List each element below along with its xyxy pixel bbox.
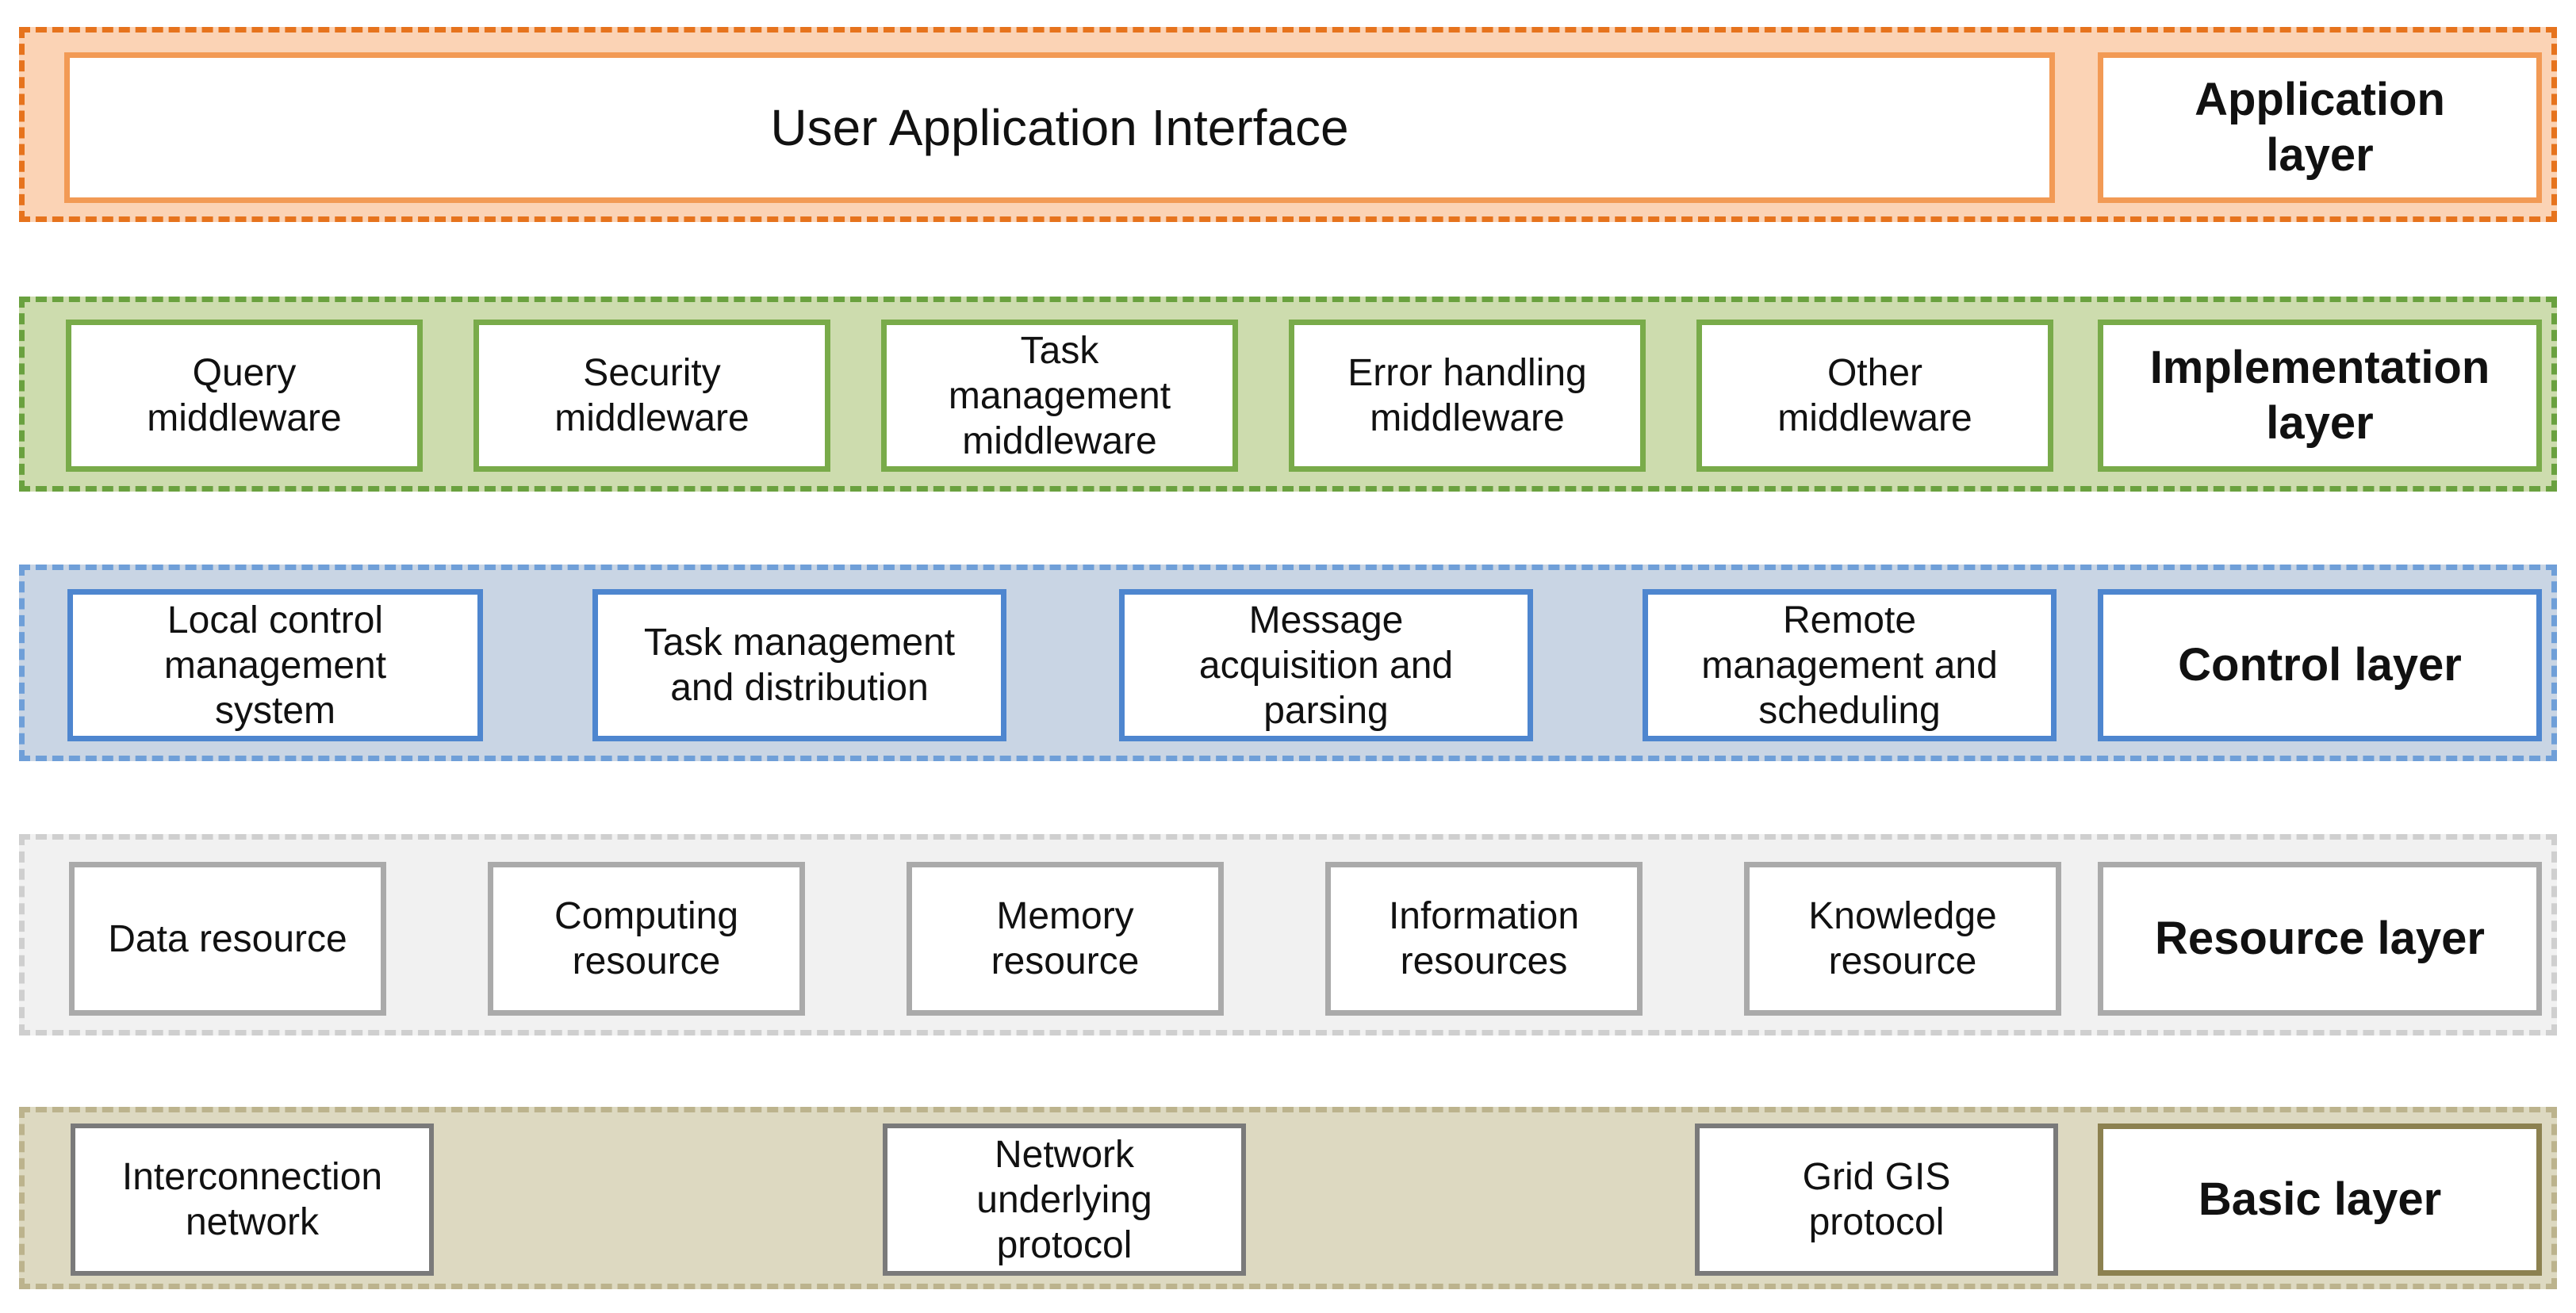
task-management-distribution-box: Task management and distribution bbox=[592, 589, 1006, 741]
resource-layer-band: Data resource Computing resource Memory … bbox=[19, 834, 2557, 1035]
application-layer-band: User Application Interface Application l… bbox=[19, 27, 2557, 222]
basic-layer-label: Basic layer bbox=[2098, 1124, 2542, 1276]
interconnection-network-box: Interconnection network bbox=[71, 1124, 434, 1276]
box-label: Query middleware bbox=[147, 352, 342, 439]
box-label: Memory resource bbox=[991, 895, 1140, 982]
memory-resource-box: Memory resource bbox=[907, 862, 1224, 1016]
resource-layer-label: Resource layer bbox=[2098, 862, 2542, 1016]
query-middleware-box: Query middleware bbox=[66, 320, 423, 472]
basic-layer-band: Interconnection network Network underlyi… bbox=[19, 1107, 2557, 1289]
user-application-interface-box: User Application Interface bbox=[64, 52, 2055, 203]
box-label: User Application Interface bbox=[770, 99, 1349, 156]
box-label: Security middleware bbox=[554, 352, 749, 439]
layer-title: Resource layer bbox=[2155, 913, 2485, 964]
box-label: Local control management system bbox=[163, 599, 387, 732]
task-management-middleware-box: Task management middleware bbox=[881, 320, 1238, 472]
network-underlying-protocol-box: Network underlying protocol bbox=[883, 1124, 1246, 1276]
box-label: Remote management and scheduling bbox=[1701, 599, 1998, 732]
box-label: Data resource bbox=[108, 917, 347, 960]
box-label: Computing resource bbox=[554, 895, 739, 982]
box-label: Task management and distribution bbox=[643, 622, 956, 709]
application-layer-label: Application layer bbox=[2098, 52, 2542, 203]
control-layer-band: Local control management system Task man… bbox=[19, 565, 2557, 761]
computing-resource-box: Computing resource bbox=[488, 862, 805, 1016]
box-label: Task management middleware bbox=[948, 329, 1171, 462]
grid-gis-protocol-box: Grid GIS protocol bbox=[1695, 1124, 2058, 1276]
box-label: Message acquisition and parsing bbox=[1198, 599, 1454, 732]
box-label: Other middleware bbox=[1777, 352, 1972, 439]
data-resource-box: Data resource bbox=[69, 862, 386, 1016]
message-acquisition-parsing-box: Message acquisition and parsing bbox=[1119, 589, 1533, 741]
box-label: Knowledge resource bbox=[1808, 895, 1997, 982]
implementation-layer-label: Implementation layer bbox=[2098, 320, 2542, 472]
box-label: Information resources bbox=[1388, 895, 1580, 982]
error-handling-middleware-box: Error handling middleware bbox=[1289, 320, 1646, 472]
layer-title: Implementation layer bbox=[2149, 342, 2490, 449]
box-label: Grid GIS protocol bbox=[1802, 1156, 1951, 1243]
local-control-management-system-box: Local control management system bbox=[67, 589, 483, 741]
box-label: Network underlying protocol bbox=[976, 1133, 1152, 1266]
information-resources-box: Information resources bbox=[1325, 862, 1643, 1016]
layer-title: Application layer bbox=[2195, 74, 2445, 181]
control-layer-label: Control layer bbox=[2098, 589, 2542, 741]
implementation-layer-band: Query middleware Security middleware Tas… bbox=[19, 297, 2557, 492]
layer-title: Control layer bbox=[2178, 639, 2462, 691]
box-label: Error handling middleware bbox=[1347, 352, 1587, 439]
box-label: Interconnection network bbox=[121, 1156, 383, 1243]
other-middleware-box: Other middleware bbox=[1696, 320, 2053, 472]
remote-management-scheduling-box: Remote management and scheduling bbox=[1643, 589, 2057, 741]
security-middleware-box: Security middleware bbox=[473, 320, 830, 472]
knowledge-resource-box: Knowledge resource bbox=[1744, 862, 2061, 1016]
layer-title: Basic layer bbox=[2198, 1173, 2442, 1225]
